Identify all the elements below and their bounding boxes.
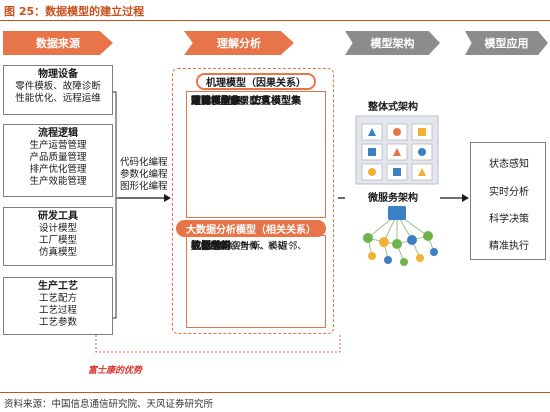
stage-model-application: 模型应用 (465, 31, 548, 55)
source-item: 设计模型 (38, 223, 77, 234)
model-item: ✓流程步骤 (191, 96, 240, 107)
mechanism-model-pill: 机理模型（因果关系） (196, 73, 316, 90)
source-header: 生产工艺 (38, 281, 78, 292)
model-item: K均值 (203, 241, 229, 252)
group-header: 机器学习 (191, 241, 231, 252)
group-header: 数据分析 (191, 241, 231, 252)
source-item: 仿真模型 (38, 247, 77, 258)
bigdata-model-pill: 大数据分析模型（相关关系） (176, 220, 326, 237)
source-item: 工厂模型 (38, 235, 77, 246)
figure-source: 资料来源：中国信息通信研究院、天风证券研究所 (4, 399, 214, 410)
model-set-line: 故障模型集、仿真模型集 (191, 96, 301, 107)
source-item: 工艺参数 (38, 317, 77, 328)
monolithic-architecture-icon (355, 115, 439, 185)
source-box-production-craft: 生产工艺 工艺配方 工艺过程 工艺参数 (3, 277, 113, 335)
check-icon: ✓ (191, 242, 199, 252)
coding-method-labels: 代码化编程 参数化编程 图形化编程 (120, 157, 180, 193)
analysis-dashed-frame (172, 68, 334, 334)
source-header: 研发工具 (38, 211, 78, 222)
source-item: 工艺过程 (38, 305, 77, 316)
monolithic-architecture-label: 整体式架构 (368, 102, 418, 113)
check-icon: ✓ (191, 97, 199, 107)
application-item: 科学决策 (489, 214, 529, 225)
model-item: ✓逻辑框架 (191, 96, 240, 107)
figure-title: 图 25：数据模型的建立过程 (4, 5, 145, 18)
check-icon: ✓ (191, 97, 199, 107)
title-rule (0, 20, 550, 21)
source-bracket (113, 91, 119, 319)
check-icon: ✓ (191, 97, 199, 107)
source-item: 工艺配方 (38, 293, 77, 304)
group-header: 控制结构 (191, 241, 231, 252)
footer-rule (0, 392, 550, 393)
bigdata-model-panel (186, 235, 326, 328)
source-box-physical-device: 物理设备 零件模板、故障诊断 性能优化、远程运维 (3, 65, 113, 115)
microservice-architecture-label: 微服务架构 (368, 193, 418, 204)
source-box-rd-tools: 研发工具 设计模型 工厂模型 仿真模型 (3, 207, 113, 266)
check-icon: ✓ (191, 97, 199, 107)
microservice-architecture-icon (363, 206, 438, 266)
coding-label: 图形化编程 (120, 181, 168, 192)
source-item: 生产效能管理 (29, 176, 87, 187)
model-item: ✓管理时序 … (191, 96, 253, 107)
check-icon: ✓ (191, 242, 199, 252)
source-item: 排产优化管理 (29, 164, 87, 175)
check-icon: ✓ (191, 97, 199, 107)
model-item: ✓空气动力学模型 … (191, 96, 281, 107)
group-header: 逻辑模型集 (191, 96, 241, 107)
group-header: 理论模型集 (191, 96, 241, 107)
application-item: 精准执行 (489, 241, 529, 252)
model-item: ✓自适应、鲁棒、模糊 (191, 241, 288, 252)
source-item: 零件模板、故障诊断 (15, 81, 101, 92)
arrow-to-application (440, 194, 469, 202)
source-item: 性能优化、远程运维 (15, 93, 101, 104)
model-set-line: 部件模型集、工艺模型集 (191, 96, 301, 107)
gateway-node (388, 206, 406, 220)
stage-data-source: 数据来源 (3, 31, 113, 55)
stage-model-architecture: 模型架构 (345, 31, 440, 55)
arrow-to-analysis (118, 194, 171, 202)
model-item: ✓神经网络 (191, 241, 240, 252)
application-box: 状态感知 实时分析 科学决策 精准执行 (470, 142, 546, 260)
source-header: 流程逻辑 (38, 128, 78, 139)
coding-label: 代码化编程 (120, 157, 168, 168)
source-box-process-logic: 流程逻辑 生产运营管理 产品质量管理 排产优化管理 生产效能管理 (3, 124, 113, 197)
stage-understand-analyze: 理解分析 (184, 31, 294, 55)
source-item: 产品质量管理 (29, 152, 87, 163)
mechanism-model-panel (186, 91, 326, 218)
source-header: 物理设备 (38, 69, 78, 80)
model-item: ✓流体力学模型 (191, 96, 259, 107)
fuji-bracket (95, 335, 341, 353)
module-grid (361, 123, 433, 181)
application-item: 状态感知 (489, 159, 529, 170)
check-icon: ✓ (191, 242, 199, 252)
fuji-advantage-note: 富士康的优势 (88, 366, 143, 376)
check-icon: ✓ (191, 97, 199, 107)
application-item: 实时分析 (489, 187, 529, 198)
coding-label: 参数化编程 (120, 169, 168, 180)
model-item: ✓热力学模型 (191, 96, 250, 107)
model-item: ✓SVM、贝叶斯、K-近邻、 (191, 241, 307, 252)
source-item: 生产运营管理 (29, 140, 87, 151)
